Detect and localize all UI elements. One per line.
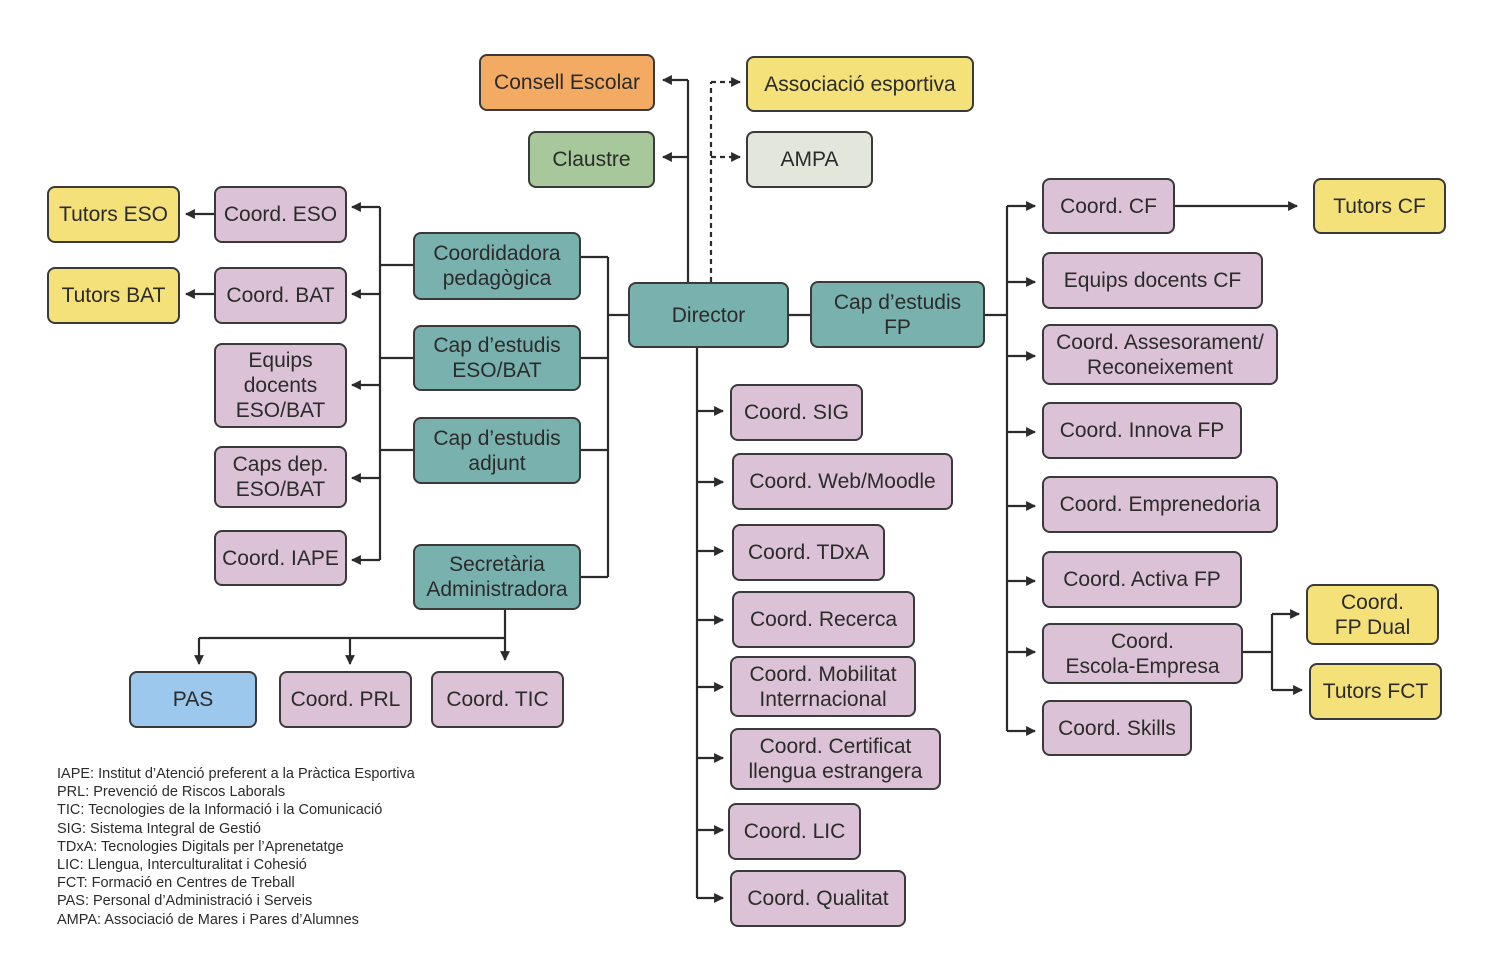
coord-lic-box: Coord. LIC	[728, 803, 861, 860]
claustre-box: Claustre	[528, 131, 655, 188]
tutors-eso-box: Tutors ESO	[47, 186, 180, 243]
coordinadora-pedagogica-box: Coordidadora pedagògica	[413, 232, 581, 300]
coord-recerca-box: Coord. Recerca	[732, 591, 915, 648]
consell-escolar-box: Consell Escolar	[479, 54, 655, 111]
glossary-item: AMPA: Associació de Mares i Pares d’Alum…	[57, 911, 359, 928]
secretaria-box: Secretària Administradora	[413, 544, 581, 610]
glossary: IAPE: Institut d’Atenció preferent a la …	[57, 765, 415, 929]
glossary-item: LIC: Llengua, Interculturalitat i Cohesi…	[57, 857, 307, 874]
equips-docents-eso-bat-box: Equips docents ESO/BAT	[214, 343, 347, 428]
cap-estudis-eso-bat-box: Cap d’estudis ESO/BAT	[413, 325, 581, 391]
coord-skills-box: Coord. Skills	[1042, 700, 1192, 756]
equips-docents-cf-box: Equips docents CF	[1042, 252, 1263, 309]
coord-assessorament-box: Coord. Assesorament/ Reconeixement	[1042, 324, 1278, 385]
glossary-item: SIG: Sistema Integral de Gestió	[57, 820, 261, 837]
coord-mobilitat-box: Coord. Mobilitat Interrnacional	[730, 656, 916, 717]
coord-eso-box: Coord. ESO	[214, 186, 347, 243]
cap-estudis-fp-box: Cap d’estudis FP	[810, 281, 985, 348]
cap-estudis-adjunt-box: Cap d’estudis adjunt	[413, 417, 581, 484]
coord-web-moodle-box: Coord. Web/Moodle	[732, 453, 953, 510]
glossary-item: PRL: Prevenció de Riscos Laborals	[57, 784, 286, 801]
glossary-item: PAS: Personal d’Administració i Serveis	[57, 893, 313, 910]
coord-qualitat-box: Coord. Qualitat	[730, 870, 906, 927]
coord-sig-box: Coord. SIG	[730, 384, 863, 441]
coord-emprenedoria-box: Coord. Emprenedoria	[1042, 476, 1278, 533]
caps-dep-box: Caps dep. ESO/BAT	[214, 446, 347, 508]
glossary-item: FCT: Formació en Centres de Treball	[57, 875, 295, 892]
director-box: Director	[628, 282, 789, 348]
coord-tdxa-box: Coord. TDxA	[732, 524, 885, 581]
coord-iape-box: Coord. IAPE	[214, 530, 347, 586]
glossary-item: TDxA: Tecnologies Digitals per l’Aprenet…	[57, 838, 344, 855]
coord-bat-box: Coord. BAT	[214, 267, 347, 324]
ampa-box: AMPA	[746, 131, 873, 188]
coord-cf-box: Coord. CF	[1042, 178, 1175, 234]
coord-activa-fp-box: Coord. Activa FP	[1042, 551, 1242, 608]
coord-escola-empresa-box: Coord. Escola-Empresa	[1042, 623, 1243, 684]
tutors-fct-box: Tutors FCT	[1309, 663, 1442, 720]
associacio-esportiva-box: Associació esportiva	[746, 56, 974, 112]
glossary-item: IAPE: Institut d’Atenció preferent a la …	[57, 766, 415, 782]
coord-tic-box: Coord. TIC	[431, 671, 564, 728]
coord-innova-fp-box: Coord. Innova FP	[1042, 402, 1242, 459]
tutors-bat-box: Tutors BAT	[47, 267, 180, 324]
coord-prl-box: Coord. PRL	[279, 671, 412, 728]
pas-box: PAS	[129, 671, 257, 728]
glossary-item: TIC: Tecnologies de la Informació i la C…	[57, 802, 383, 819]
coord-fp-dual-box: Coord. FP Dual	[1306, 584, 1439, 645]
coord-certificat-box: Coord. Certificat llengua estrangera	[730, 728, 941, 790]
tutors-cf-box: Tutors CF	[1313, 178, 1446, 234]
